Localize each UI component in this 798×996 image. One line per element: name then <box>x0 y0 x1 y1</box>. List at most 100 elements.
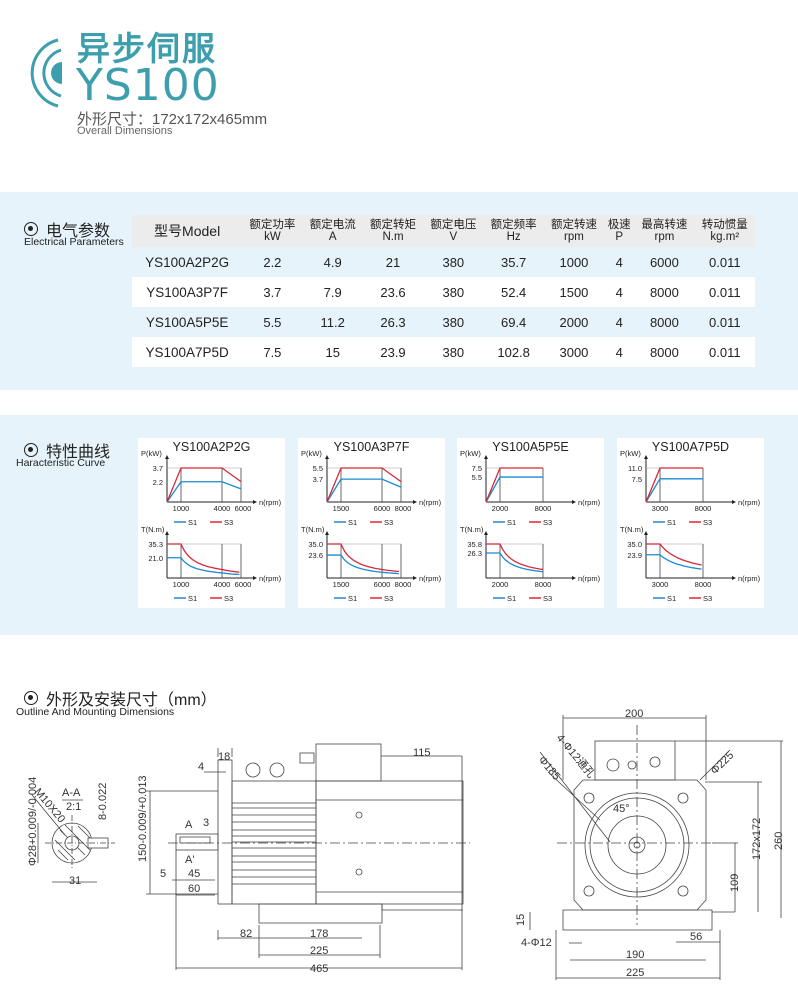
dim-109: 109 <box>729 874 741 892</box>
table-cell: 69.4 <box>483 307 544 337</box>
table-cell: YS100A2P2G <box>132 247 243 277</box>
table-cell: 5.5 <box>242 307 303 337</box>
legend-s1-label: S1 <box>188 518 197 527</box>
header-label: 额定电流 <box>309 219 356 231</box>
legend-s3-label: S3 <box>543 518 552 527</box>
table-cell: 23.9 <box>362 337 424 367</box>
table-cell: 6000 <box>634 247 695 277</box>
y-tick-label: 5.5 <box>313 464 323 473</box>
table-cell: 3.7 <box>242 277 303 307</box>
x-tick-label: 6000 <box>235 504 252 513</box>
s1-power-curve <box>645 478 703 503</box>
header-unit: V <box>449 231 458 243</box>
x-axis-label: n(rpm) <box>419 498 442 507</box>
table-cell: 52.4 <box>483 277 544 307</box>
x-tick-label: 8000 <box>695 580 712 589</box>
label-key: 8-0.022 <box>97 783 109 820</box>
legend-s3-label: S3 <box>384 594 393 603</box>
x-tick-label: 3000 <box>652 580 669 589</box>
x-tick-label: 6000 <box>374 580 391 589</box>
dim-4: 4 <box>198 761 204 773</box>
x-tick-label: 1500 <box>333 580 350 589</box>
y-tick-label: 2.2 <box>153 478 163 487</box>
y-tick-label: 35.0 <box>627 540 642 549</box>
header-unit: kg.m² <box>710 231 740 243</box>
header-unit: rpm <box>654 231 675 243</box>
outline-subheading: Outline And Mounting Dimensions <box>16 706 175 718</box>
x-tick-label: 8000 <box>535 580 552 589</box>
x-tick-label: 8000 <box>695 504 712 513</box>
header-unit: Hz <box>506 231 521 243</box>
table-cell: YS100A5P5E <box>132 307 243 337</box>
legend-s1-label: S1 <box>348 518 357 527</box>
table-cell: 3000 <box>543 337 605 367</box>
y-axis-label: P(kW) <box>620 449 641 458</box>
table-cell: 2000 <box>543 307 605 337</box>
dim-115: 115 <box>413 747 431 759</box>
electrical-heading: 电气参数 <box>24 217 110 241</box>
header-unit: P <box>615 231 624 243</box>
label-31: 31 <box>69 875 81 887</box>
header-label: 额定转矩 <box>370 219 417 231</box>
overall-dimensions-en: Overall Dimensions <box>77 125 173 137</box>
dim-flange: 150-0.009/+0.013 <box>137 775 149 862</box>
label-scale: 2:1 <box>66 801 81 813</box>
y-axis-label: T(N.m) <box>141 525 165 534</box>
y-tick-label: 26.3 <box>467 549 482 558</box>
table-cell: 8000 <box>634 337 695 367</box>
dim-82: 82 <box>240 928 252 940</box>
dim-45deg: 45° <box>613 803 630 815</box>
table-cell: 7.9 <box>302 277 363 307</box>
table-cell: 35.7 <box>483 247 544 277</box>
axis-arrow-icon <box>644 455 736 504</box>
y-tick-label: 23.6 <box>308 551 323 560</box>
s1-power-curve <box>485 476 543 503</box>
heading-text: 外形及安装尺寸（mm） <box>46 692 217 709</box>
legend-s3-label: S3 <box>703 518 712 527</box>
s3-power-curve <box>326 467 402 503</box>
x-tick-label: 8000 <box>395 504 412 513</box>
y-axis-label: P(kW) <box>460 449 481 458</box>
table-cell: 4 <box>604 307 635 337</box>
dim-225: 225 <box>310 945 328 957</box>
x-tick-label: 3000 <box>652 504 669 513</box>
header-label: 额定功率 <box>249 219 296 231</box>
bullet-icon <box>24 443 38 457</box>
header-label: 最高转速 <box>641 219 688 231</box>
x-axis-label: n(rpm) <box>578 498 601 507</box>
x-axis-label: n(rpm) <box>259 574 282 583</box>
s1-torque-curve <box>486 550 544 573</box>
electrical-subheading: Electrical Parameters <box>24 236 124 248</box>
table-cell: 8000 <box>634 277 695 307</box>
table-cell: 7.5 <box>242 337 303 367</box>
s1-torque-curve <box>327 554 399 575</box>
table-cell: 380 <box>423 277 484 307</box>
legend-s3-label: S3 <box>384 518 393 527</box>
table-cell: 380 <box>423 307 484 337</box>
dim-phi185: Φ185 <box>536 754 563 783</box>
y-axis-label: T(N.m) <box>460 525 484 534</box>
dim-phi225: Φ225 <box>709 749 737 777</box>
table-cell: 23.6 <box>362 277 424 307</box>
table-cell: 1500 <box>543 277 605 307</box>
dim-5: 5 <box>160 868 166 880</box>
table-cell: 4 <box>604 247 635 277</box>
x-tick-label: 8000 <box>395 580 412 589</box>
x-tick-label: 6000 <box>374 504 391 513</box>
legend-s1-label: S1 <box>188 594 197 603</box>
column-header: 型号Model <box>132 215 243 247</box>
table-cell: 0.011 <box>694 247 755 277</box>
s3-power-curve <box>645 467 703 503</box>
heading-text: 特性曲线 <box>46 444 111 461</box>
table-cell: 8000 <box>634 307 695 337</box>
y-axis-label: P(kW) <box>301 449 322 458</box>
heading-text: 电气参数 <box>46 223 111 240</box>
